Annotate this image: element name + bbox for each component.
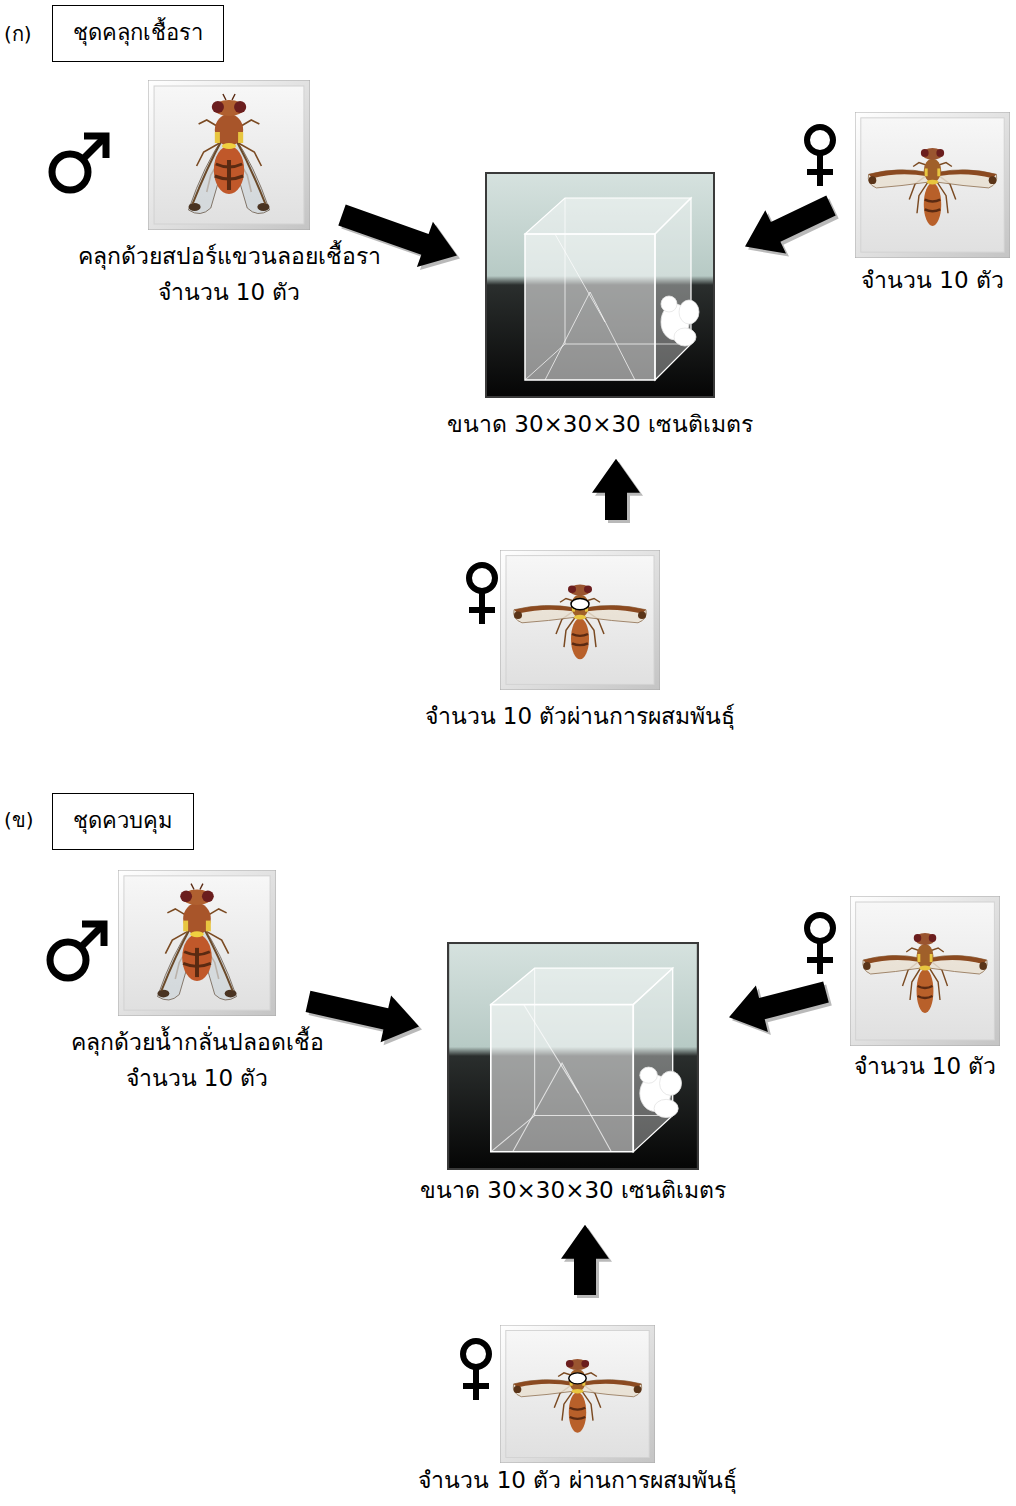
male-fly-node: คลุกด้วยน้ำกลั่นปลอดเชื้อจำนวน 10 ตัว bbox=[71, 870, 324, 1093]
cage-picture bbox=[447, 942, 699, 1170]
male-sign bbox=[50, 924, 104, 978]
male-sign bbox=[52, 136, 106, 190]
panel-label: (ก) bbox=[4, 22, 32, 46]
female-fly-node: จำนวน 10 ตัว bbox=[850, 896, 1000, 1081]
caption-text: จำนวน 10 ตัวผ่านการผสมพันธุ์ bbox=[425, 702, 736, 731]
heading-text: ชุดคลุกเชื้อรา bbox=[73, 19, 203, 48]
picture-frame bbox=[118, 870, 276, 1016]
heading-text: ชุดควบคุม bbox=[73, 807, 173, 836]
caption-text: ขนาด 30×30×30 เซนติเมตร bbox=[447, 410, 753, 439]
cage-node: ขนาด 30×30×30 เซนติเมตร bbox=[420, 942, 726, 1205]
picture-frame bbox=[855, 112, 1010, 258]
picture-frame bbox=[500, 550, 660, 690]
female-fly-picture bbox=[850, 896, 1000, 1046]
caption-text: ขนาด 30×30×30 เซนติเมตร bbox=[420, 1176, 726, 1205]
block-arrow bbox=[745, 196, 839, 257]
panel-label: (ข) bbox=[4, 808, 34, 832]
mated-female-picture bbox=[500, 550, 660, 690]
picture-frame bbox=[850, 896, 1000, 1046]
male-fly-picture bbox=[118, 870, 276, 1016]
male-fly-picture bbox=[148, 80, 310, 230]
mated-female-node: จำนวน 10 ตัวผ่านการผสมพันธุ์ bbox=[425, 550, 736, 731]
mated-female-node: จำนวน 10 ตัว ผ่านการผสมพันธุ์ bbox=[418, 1325, 736, 1495]
heading-box: ชุดคลุกเชื้อรา bbox=[52, 5, 224, 62]
female-sign bbox=[463, 1341, 489, 1400]
female-sign bbox=[807, 127, 833, 186]
block-arrow bbox=[561, 1225, 612, 1298]
picture-frame bbox=[500, 1325, 655, 1463]
arrow-body bbox=[592, 459, 640, 520]
caption-text: คลุกด้วยน้ำกลั่นปลอดเชื้อ bbox=[71, 1028, 324, 1057]
arrow-body bbox=[729, 981, 829, 1032]
arrow-body bbox=[561, 1225, 609, 1295]
female-fly-picture bbox=[855, 112, 1010, 258]
caption-text: จำนวน 10 ตัว bbox=[158, 278, 301, 307]
block-arrow bbox=[592, 459, 643, 523]
female-sign bbox=[469, 565, 495, 624]
caption-text: จำนวน 10 ตัว bbox=[854, 1052, 997, 1081]
caption-text: จำนวน 10 ตัว bbox=[861, 266, 1004, 295]
female-sign bbox=[807, 915, 833, 974]
block-arrow bbox=[729, 981, 832, 1035]
picture-frame bbox=[148, 80, 310, 230]
male-fly-node: คลุกด้วยสปอร์แขวนลอยเชื้อราจำนวน 10 ตัว bbox=[78, 80, 381, 307]
picture-frame bbox=[485, 172, 715, 398]
female-fly-node: จำนวน 10 ตัว bbox=[855, 112, 1010, 295]
arrow-body bbox=[745, 196, 836, 254]
mated-female-picture bbox=[500, 1325, 655, 1463]
caption-text: จำนวน 10 ตัว ผ่านการผสมพันธุ์ bbox=[418, 1466, 736, 1495]
picture-frame bbox=[447, 942, 699, 1170]
caption-text: คลุกด้วยสปอร์แขวนลอยเชื้อรา bbox=[78, 242, 381, 271]
caption-text: จำนวน 10 ตัว bbox=[126, 1064, 269, 1093]
cage-picture bbox=[485, 172, 715, 398]
cage-node: ขนาด 30×30×30 เซนติเมตร bbox=[447, 172, 753, 439]
heading-box: ชุดควบคุม bbox=[52, 793, 194, 850]
